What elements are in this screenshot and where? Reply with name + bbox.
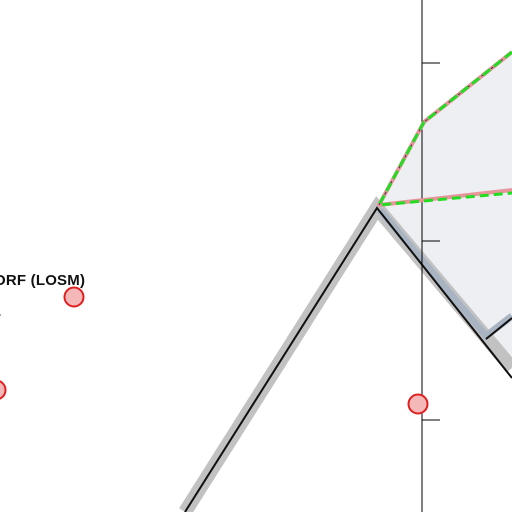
route-halo-right	[377, 207, 512, 341]
tick-mark	[0, 314, 1, 316]
airspace-zone	[379, 52, 512, 356]
route-connector	[485, 317, 512, 340]
waypoint-label-losm: ORF (LOSM)	[0, 272, 86, 289]
waypoint-marker-losm[interactable]	[63, 286, 85, 308]
waypoint-marker-axis[interactable]	[407, 393, 429, 415]
waypoint-marker-west[interactable]	[0, 380, 7, 400]
route-line	[184, 206, 512, 512]
dashed-route	[377, 50, 512, 207]
